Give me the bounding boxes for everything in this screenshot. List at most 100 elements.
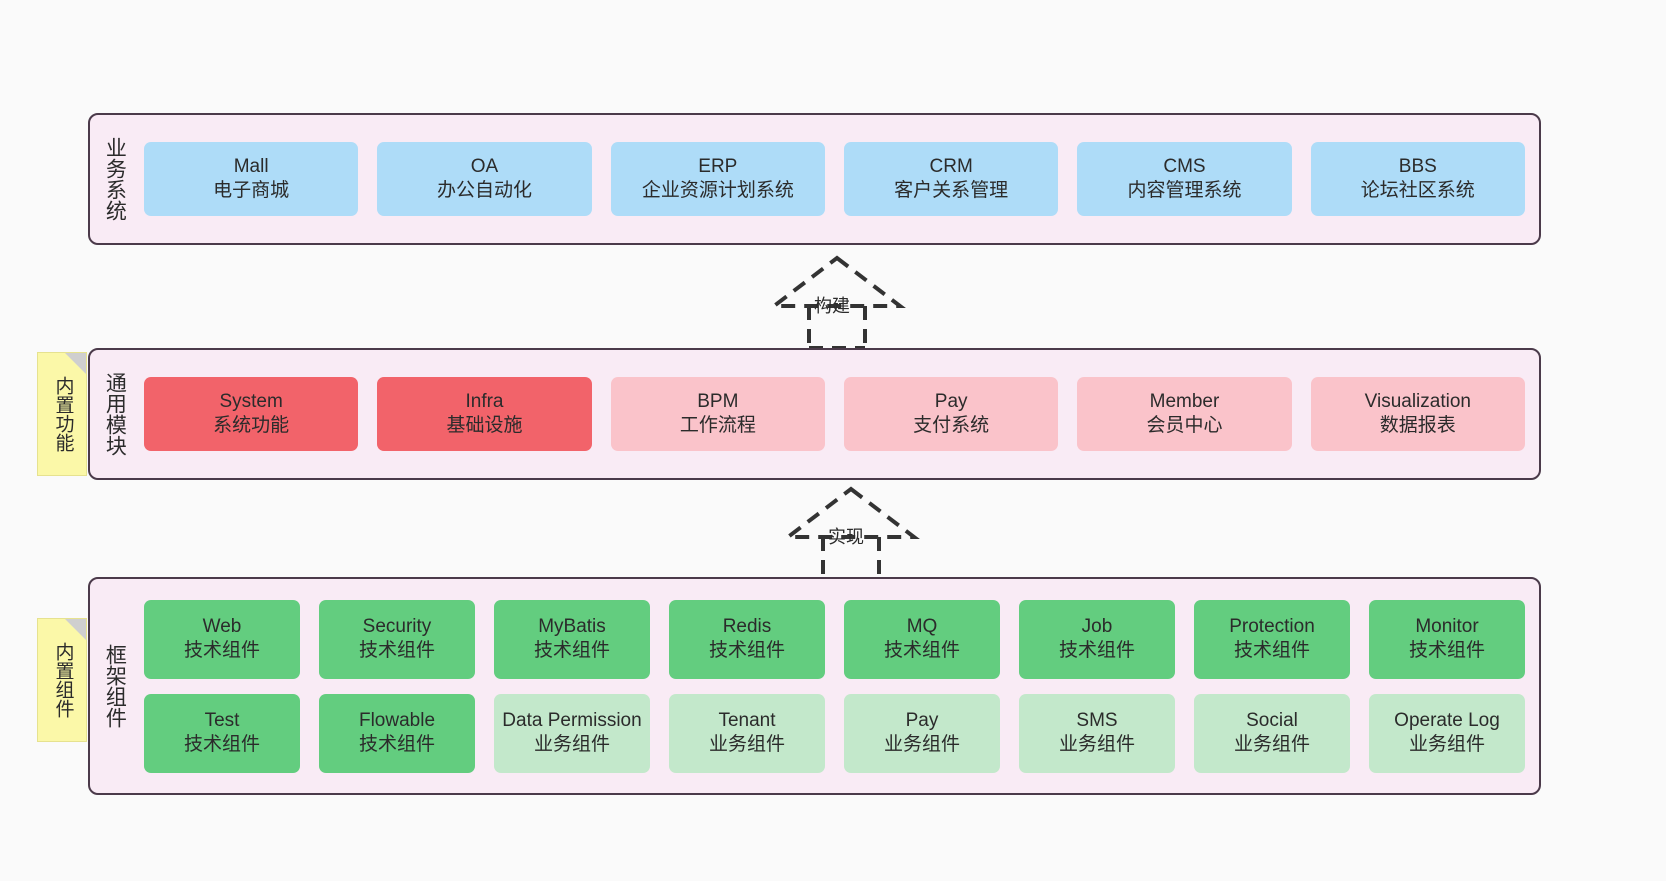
card-title: Data Permission (502, 709, 642, 731)
card-subtitle: 技术组件 (358, 734, 435, 755)
layer-business-systems: 业务系统 Mall 电子商城 OA 办公自动化 ERP 企业资源计划系统 CRM… (88, 113, 1541, 245)
card-subtitle: 系统功能 (213, 415, 290, 436)
card-security[interactable]: Security 技术组件 (319, 599, 475, 679)
card-title: MQ (906, 615, 938, 637)
card-visualization[interactable]: Visualization 数据报表 (1310, 377, 1525, 451)
card-operate-log[interactable]: Operate Log 业务组件 (1369, 693, 1525, 773)
card-mall[interactable]: Mall 电子商城 (144, 142, 359, 216)
note-text: 内置组件 (52, 642, 74, 718)
note-fold-icon (65, 353, 86, 374)
card-system[interactable]: System 系统功能 (144, 377, 359, 451)
note-text: 内置功能 (52, 376, 74, 452)
card-subtitle: 业务组件 (1408, 734, 1485, 755)
card-title: Flowable (358, 709, 436, 731)
uml-triangle-head (768, 255, 906, 308)
card-pay-module[interactable]: Pay 支付系统 (843, 377, 1059, 451)
note-fold-icon (65, 619, 86, 640)
connector-label-build: 构建 (814, 296, 850, 316)
card-title: CMS (1163, 155, 1206, 177)
card-subtitle: 业务组件 (708, 734, 785, 755)
card-subtitle: 技术组件 (1233, 640, 1310, 661)
card-subtitle: 技术组件 (1058, 640, 1135, 661)
card-title: Security (362, 615, 432, 637)
card-title: Visualization (1364, 390, 1471, 412)
card-tenant[interactable]: Tenant 业务组件 (669, 693, 825, 773)
card-cms[interactable]: CMS 内容管理系统 (1077, 142, 1292, 216)
card-subtitle: 业务组件 (1233, 734, 1310, 755)
card-subtitle: 会员中心 (1146, 415, 1223, 436)
card-subtitle: 技术组件 (183, 640, 260, 661)
card-subtitle: 基础设施 (446, 415, 523, 436)
card-title: Member (1149, 390, 1220, 412)
card-title: Infra (465, 390, 504, 412)
card-member[interactable]: Member 会员中心 (1077, 377, 1292, 451)
card-title: Operate Log (1394, 709, 1500, 731)
card-subtitle: 内容管理系统 (1127, 180, 1242, 201)
card-oa[interactable]: OA 办公自动化 (377, 142, 592, 216)
card-data-permission[interactable]: Data Permission 业务组件 (494, 693, 650, 773)
card-flowable[interactable]: Flowable 技术组件 (319, 693, 475, 773)
card-social[interactable]: Social 业务组件 (1194, 693, 1350, 773)
card-job[interactable]: Job 技术组件 (1019, 599, 1175, 679)
card-subtitle: 技术组件 (708, 640, 785, 661)
card-subtitle: 企业资源计划系统 (641, 180, 794, 201)
layer-common-modules: 通用模块 System 系统功能 Infra 基础设施 BPM 工作流程 Pay… (88, 348, 1541, 480)
card-title: Redis (722, 615, 772, 637)
card-subtitle: 技术组件 (358, 640, 435, 661)
connector-build: 构建 (752, 254, 922, 350)
card-subtitle: 技术组件 (183, 734, 260, 755)
layer-body-business: Mall 电子商城 OA 办公自动化 ERP 企业资源计划系统 CRM 客户关系… (138, 115, 1539, 243)
card-row: Mall 电子商城 OA 办公自动化 ERP 企业资源计划系统 CRM 客户关系… (144, 142, 1525, 216)
card-subtitle: 办公自动化 (436, 180, 532, 201)
card-subtitle: 技术组件 (1408, 640, 1485, 661)
card-subtitle: 支付系统 (913, 415, 990, 436)
card-test[interactable]: Test 技术组件 (144, 693, 300, 773)
card-subtitle: 业务组件 (533, 734, 610, 755)
card-erp[interactable]: ERP 企业资源计划系统 (610, 142, 825, 216)
sticky-note-builtin-functions[interactable]: 内置功能 (37, 352, 87, 476)
card-monitor[interactable]: Monitor 技术组件 (1369, 599, 1525, 679)
card-title: Mall (233, 155, 269, 177)
card-bbs[interactable]: BBS 论坛社区系统 (1310, 142, 1525, 216)
layer-title-framework: 框架组件 (103, 644, 127, 728)
card-row: Web 技术组件 Security 技术组件 MyBatis 技术组件 Redi… (144, 599, 1525, 679)
card-infra[interactable]: Infra 基础设施 (377, 377, 592, 451)
card-pay-component[interactable]: Pay 业务组件 (844, 693, 1000, 773)
card-row: System 系统功能 Infra 基础设施 BPM 工作流程 Pay 支付系统… (144, 377, 1525, 451)
sticky-note-builtin-components[interactable]: 内置组件 (37, 618, 87, 742)
card-protection[interactable]: Protection 技术组件 (1194, 599, 1350, 679)
card-web[interactable]: Web 技术组件 (144, 599, 300, 679)
card-redis[interactable]: Redis 技术组件 (669, 599, 825, 679)
layer-body-framework: Web 技术组件 Security 技术组件 MyBatis 技术组件 Redi… (138, 579, 1539, 793)
card-subtitle: 业务组件 (883, 734, 960, 755)
card-sms[interactable]: SMS 业务组件 (1019, 693, 1175, 773)
card-subtitle: 论坛社区系统 (1360, 180, 1475, 201)
card-title: Tenant (718, 709, 776, 731)
card-subtitle: 技术组件 (533, 640, 610, 661)
connector-implement: 实现 (766, 485, 936, 581)
card-subtitle: 电子商城 (213, 180, 290, 201)
card-subtitle: 数据报表 (1379, 415, 1456, 436)
layer-framework-components: 框架组件 Web 技术组件 Security 技术组件 MyBatis 技术组件… (88, 577, 1541, 795)
card-title: Test (204, 709, 240, 731)
card-title: SMS (1076, 709, 1118, 731)
card-title: Pay (905, 709, 939, 731)
layer-title-common: 通用模块 (103, 372, 127, 456)
card-title: Web (202, 615, 242, 637)
card-mybatis[interactable]: MyBatis 技术组件 (494, 599, 650, 679)
card-title: ERP (698, 155, 738, 177)
card-title: BBS (1398, 155, 1437, 177)
card-mq[interactable]: MQ 技术组件 (844, 599, 1000, 679)
card-title: OA (470, 155, 499, 177)
card-subtitle: 技术组件 (883, 640, 960, 661)
card-title: Social (1246, 709, 1298, 731)
uml-triangle-head (782, 486, 920, 539)
card-crm[interactable]: CRM 客户关系管理 (843, 142, 1059, 216)
connector-label-implement: 实现 (828, 527, 864, 547)
card-bpm[interactable]: BPM 工作流程 (610, 377, 825, 451)
card-subtitle: 客户关系管理 (894, 180, 1009, 201)
card-subtitle: 业务组件 (1058, 734, 1135, 755)
card-row: Test 技术组件 Flowable 技术组件 Data Permission … (144, 693, 1525, 773)
card-title: BPM (697, 390, 739, 412)
